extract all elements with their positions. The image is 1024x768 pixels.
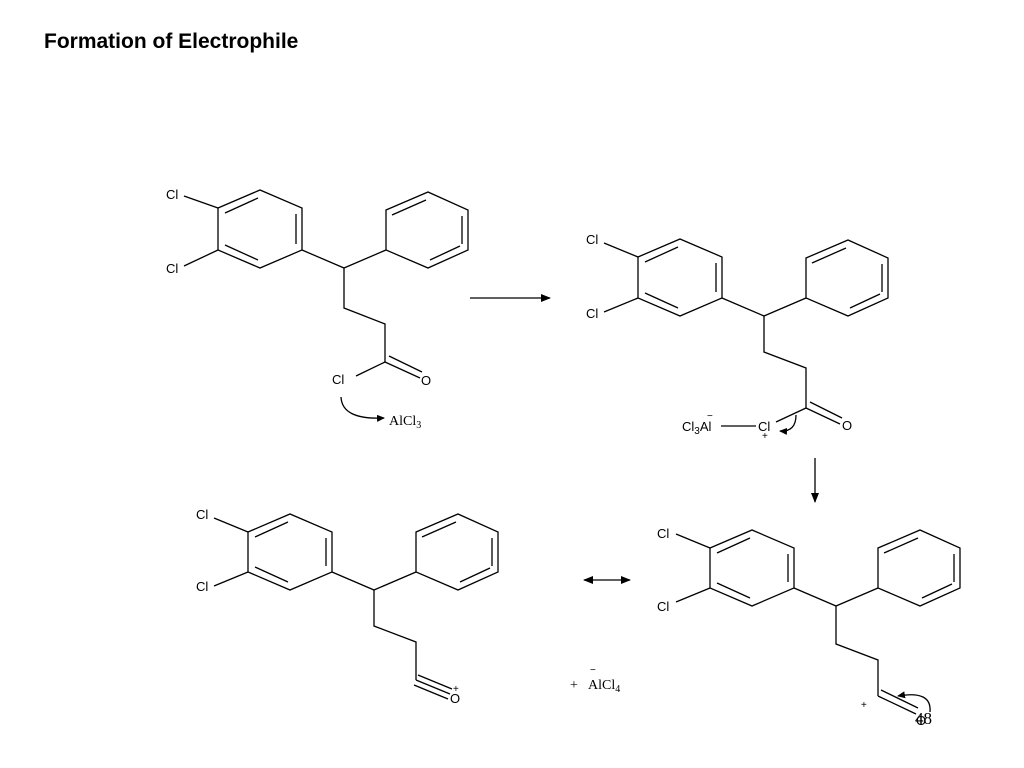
slide-title: Formation of Electrophile [44,30,299,53]
cl-label: Cl [332,372,344,387]
alcl3-label: AlCl3 [389,414,421,431]
molecule-acid-chloride: Cl Cl Cl O AlCl3 [166,187,469,431]
aluminate-counterion: + − AlCl4 [570,665,620,695]
cl-label: Cl [196,579,208,594]
cl-label: Cl [758,419,770,434]
minus-charge: − [707,411,713,422]
plus-sign: + [570,678,578,693]
molecule-acylium-cation: Cl Cl + O [657,526,961,728]
o-label: O [916,713,926,728]
cl-label: Cl [166,261,178,276]
cl-label: Cl [166,187,178,202]
cl3al-label: Cl3Al [682,419,712,437]
alcl4-label: AlCl4 [588,678,620,695]
plus-charge: + [861,700,867,711]
cl-label: Cl [586,306,598,321]
cl-label: Cl [586,232,598,247]
page-number: 48 [915,709,932,728]
minus-charge: − [590,665,596,676]
o-label: O [842,418,852,433]
cl-label: Cl [196,507,208,522]
molecule-lewis-acid-complex: Cl Cl O Cl3Al − Cl + [586,232,889,442]
o-plus-label: O [450,691,460,706]
cl-label: Cl [657,526,669,541]
plus-charge: + [762,431,768,442]
cl-label: Cl [657,599,669,614]
plus-charge: + [453,684,459,695]
o-label: O [421,373,431,388]
molecule-acylium-resonance: Cl Cl O + [196,507,499,706]
